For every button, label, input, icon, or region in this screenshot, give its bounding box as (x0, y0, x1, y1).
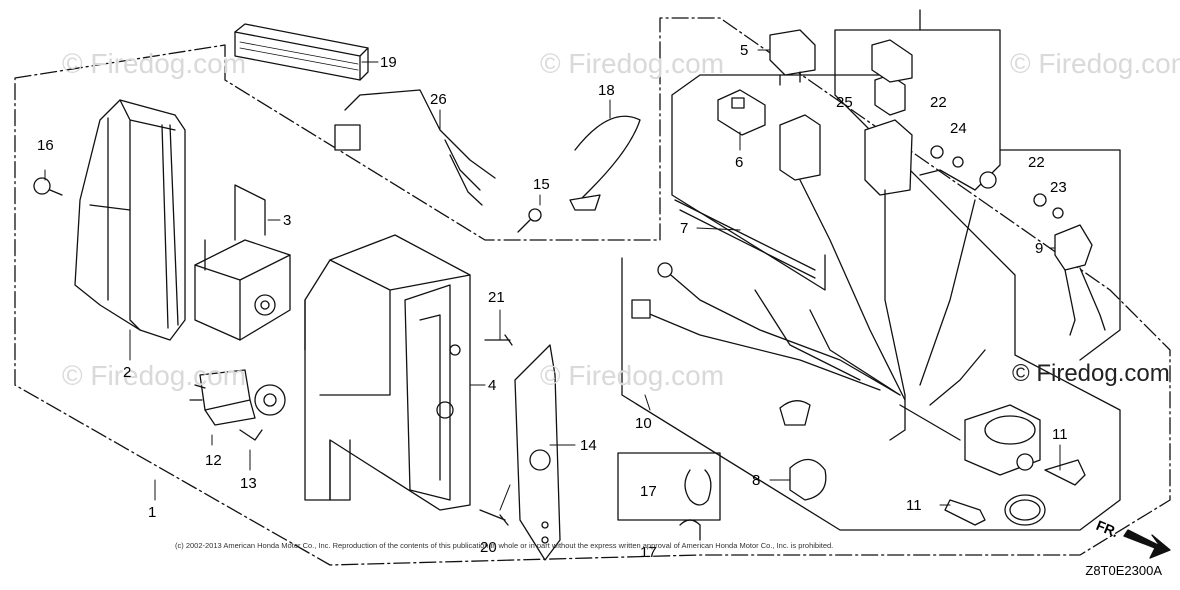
watermark-firedog: © Firedog.com (540, 48, 725, 79)
subassy-outline-7 (671, 74, 901, 291)
callout-6: 6 (735, 154, 744, 171)
harness-outline-10 (621, 9, 1121, 531)
part-6-cover (717, 89, 766, 136)
part-9-diode (1054, 224, 1106, 336)
part-19-pad (234, 23, 369, 81)
clip-outline-17 (617, 452, 721, 521)
callout-11b: 11 (906, 497, 922, 514)
callout-5: 5 (740, 42, 749, 59)
part-11-key-a (1044, 459, 1086, 486)
callout-9: 9 (1035, 240, 1044, 257)
part-5-relay (769, 29, 816, 86)
part-26-harness (334, 89, 496, 206)
part-4-control-box (304, 234, 471, 511)
part-22-nut-b (1033, 193, 1047, 207)
callout-21: 21 (488, 289, 505, 306)
part-17-clip-b (679, 519, 701, 541)
part-21-screw (484, 334, 513, 346)
callout-19: 19 (380, 54, 397, 71)
leader-lines (44, 49, 1061, 511)
callout-4: 4 (488, 377, 497, 394)
part-24-washer (952, 156, 964, 168)
part-18-band (569, 115, 641, 211)
callout-1: 1 (148, 504, 157, 521)
callout-12: 12 (205, 452, 222, 469)
part-23-washer (1052, 207, 1064, 219)
callout-14: 14 (580, 437, 597, 454)
callout-16: 16 (37, 137, 54, 154)
fr-arrow (1123, 529, 1171, 559)
callout-22b: 22 (1028, 154, 1045, 171)
part-25-fuse (779, 39, 913, 196)
assembly-outline-1 (14, 17, 1171, 566)
ring-gasket (1004, 494, 1046, 526)
watermark-firedog-dark: © Firedog.com (1012, 360, 1170, 387)
callout-17a: 17 (640, 483, 657, 500)
part-13-knob (239, 384, 286, 441)
callout-24: 24 (950, 120, 967, 137)
diagram-code: Z8T0E2300A (1085, 563, 1162, 578)
callout-8: 8 (752, 472, 761, 489)
callout-20: 20 (480, 539, 497, 556)
copyright-notice: (c) 2002-2013 American Honda Motor Co., … (175, 541, 834, 550)
watermark-firedog: © Firedog.com (1010, 48, 1180, 79)
part-16-bolt (33, 177, 63, 196)
part-ignition-switch (964, 404, 1041, 476)
part-3-bracket (194, 184, 291, 341)
part-20-screw (479, 509, 509, 526)
callout-26: 26 (430, 91, 447, 108)
part-14-plate (514, 344, 561, 561)
callout-3: 3 (283, 212, 292, 229)
part-7-wire (674, 199, 816, 279)
callout-11a: 11 (1052, 426, 1068, 443)
watermark-firedog: © Firedog.com (62, 48, 247, 79)
watermark-firedog: © Firedog.com (62, 360, 247, 391)
right-outline (999, 149, 1121, 361)
callout-15: 15 (533, 176, 550, 193)
part-11-key-b (944, 499, 986, 526)
callout-17b: 17 (640, 544, 657, 561)
part-10-harness (631, 171, 997, 441)
callout-13: 13 (240, 475, 257, 492)
callout-23: 23 (1050, 179, 1067, 196)
part-22-nut-a (930, 145, 944, 159)
part-15-screw (517, 208, 542, 233)
part-2-cover (74, 99, 186, 341)
callout-7: 7 (680, 220, 689, 237)
callout-2: 2 (123, 364, 132, 381)
part-8-clamp (779, 400, 827, 501)
callout-25: 25 (836, 94, 853, 111)
callout-22a: 22 (930, 94, 947, 111)
watermark-firedog: © Firedog.com (540, 360, 725, 391)
callout-18: 18 (598, 82, 615, 99)
part-17-clip-a (684, 469, 712, 506)
callout-10: 10 (635, 415, 652, 432)
part-12-switch (189, 369, 256, 426)
